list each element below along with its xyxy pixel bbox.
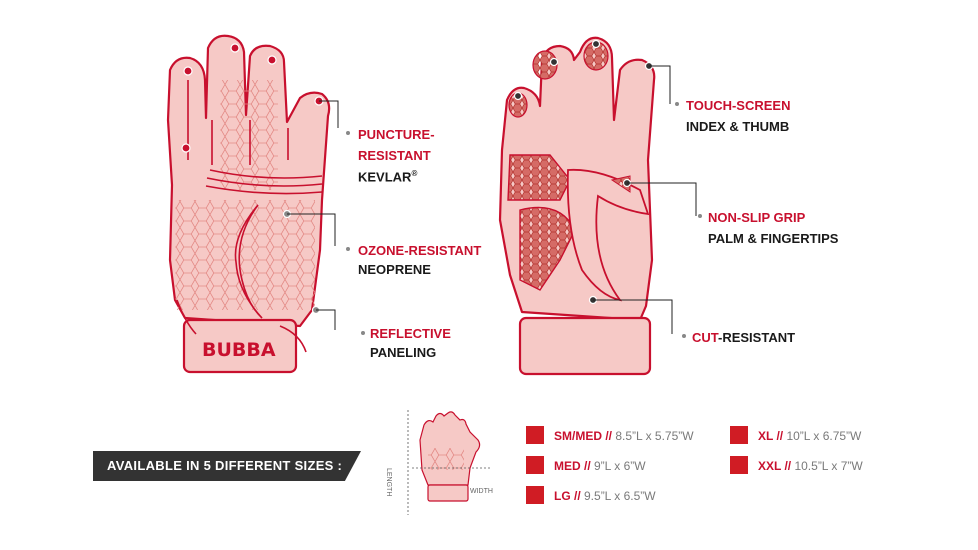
size-med-name: MED // [554,459,591,473]
width-label: WIDTH [470,488,493,495]
size-swatch-xxl [730,456,748,474]
feature-touch-black: INDEX & THUMB [686,119,790,134]
label-dots [346,102,702,338]
size-lg-dims: 9.5”L x 6.5”W [580,489,656,503]
feature-cut-black: -RESISTANT [718,330,796,345]
feature-puncture-red-1: PUNCTURE- [358,127,435,142]
size-xl-name: XL // [758,429,784,443]
size-sm-med-dims: 8.5”L x 5.75”W [612,429,694,443]
size-xl-dims: 10”L x 6.75”W [783,429,862,443]
fingertip-dots-left [181,43,324,153]
size-sm-med-name: SM/MED // [554,429,613,443]
feature-puncture-text: KEVLAR [358,169,412,185]
feature-ozone-red: OZONE-RESISTANT [358,243,482,258]
size-swatch-med [526,456,544,474]
length-label: LENGTH [385,468,392,497]
feature-cut-red: CUT [692,330,718,345]
size-diagram-glove [419,411,481,502]
size-xl: XL // 10”L x 6.75”W [758,429,861,443]
feature-reflective-red: REFLECTIVE [370,326,451,341]
size-med: MED // 9”L x 6”W [554,459,646,473]
leader-lines [287,65,697,334]
cuff-right [518,316,652,376]
size-xxl-name: XXL // [758,459,792,473]
size-med-dims: 9”L x 6”W [590,459,646,473]
cuff-left [182,318,298,374]
registered-mark: ® [411,169,418,178]
feature-grip-black: PALM & FINGERTIPS [708,231,839,246]
size-lg-name: LG // [554,489,581,503]
feature-puncture-black: KEVLAR® [358,166,417,184]
feature-grip-red: NON-SLIP GRIP [708,210,806,225]
feature-reflective-black: PANELING [370,345,437,360]
size-swatch-xl [730,426,748,444]
feature-ozone-black: NEOPRENE [358,262,431,277]
logo-text: BUBBA [202,339,276,361]
size-diagram-dimensions [407,410,490,515]
feature-touch-red: TOUCH-SCREEN [686,98,791,113]
glove-back-details [175,80,323,353]
size-xxl-dims: 10.5”L x 7”W [791,459,863,473]
glove-palm-details [507,41,650,302]
size-swatch-sm-med [526,426,544,444]
sizes-banner: AVAILABLE IN 5 DIFFERENT SIZES : [93,451,361,481]
size-swatch-lg [526,486,544,504]
size-sm-med: SM/MED // 8.5”L x 5.75”W [554,429,694,443]
feature-puncture-red-2: RESISTANT [358,148,431,163]
size-xxl: XXL // 10.5”L x 7”W [758,459,863,473]
size-lg: LG // 9.5”L x 6.5”W [554,489,656,503]
logo-bubba: BUBBA [202,339,276,361]
feature-cut: CUT-RESISTANT [692,330,795,345]
